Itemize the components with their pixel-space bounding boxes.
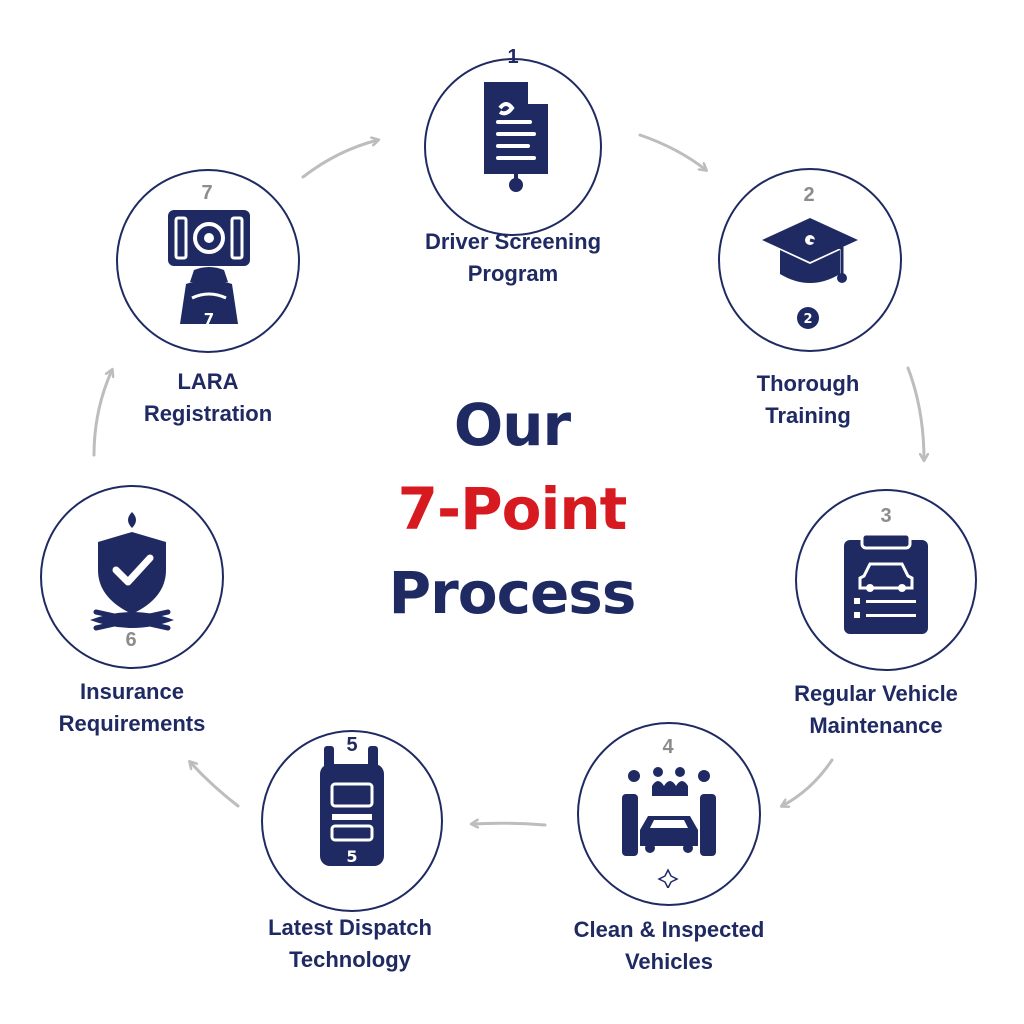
registration-id-icon: 7 (168, 210, 250, 328)
step-5-label: Latest Dispatch Technology (230, 912, 470, 976)
title-seven-point: 7-Point (397, 475, 628, 543)
step-2-label-line1: Thorough (756, 371, 860, 396)
step-5-number-top: 5 (346, 734, 358, 756)
step-3-label: Regular Vehicle Maintenance (756, 678, 996, 742)
step-4-label-line2: Vehicles (624, 949, 714, 974)
step-7-label-line2: Registration (143, 401, 273, 426)
step-3-label-line2: Maintenance (809, 713, 943, 738)
clipboard-car-icon (844, 532, 928, 634)
arrow-7-to-1 (301, 140, 378, 179)
step-7-number: 7 (201, 182, 213, 204)
step-6-label-line2: Requirements (58, 711, 206, 736)
arrow-1-to-2 (638, 133, 706, 170)
arrow-4-to-5 (472, 823, 547, 825)
step-1-label: Driver Screening Program (393, 226, 633, 290)
graduation-cap-icon: 2 (762, 218, 858, 329)
arrow-5-to-6 (190, 762, 240, 808)
step-2-number: 2 (803, 184, 815, 206)
step-6-label-line1: Insurance (80, 679, 184, 704)
step-3-number: 3 (880, 505, 892, 527)
step-5-label-line2: Technology (289, 947, 411, 972)
arrow-3-to-4 (782, 758, 834, 806)
step-2-label: Thorough Training (688, 368, 928, 432)
shield-check-icon (90, 512, 174, 631)
svg-text:7: 7 (204, 310, 214, 328)
step-4-number: 4 (662, 736, 674, 758)
step-6-number: 6 (125, 629, 137, 651)
step-4-label: Clean & Inspected Vehicles (549, 914, 789, 978)
radio-device-icon: 5 (320, 746, 384, 866)
step-7-label-line1: LARA (177, 369, 239, 394)
svg-text:5: 5 (346, 847, 357, 866)
title-process: Process (388, 559, 637, 627)
step-1-number: 1 (507, 46, 519, 68)
step-4-circle (577, 722, 761, 906)
title-our: Our (453, 391, 571, 459)
step-1-label-line2: Program (467, 261, 559, 286)
car-wash-icon (622, 767, 716, 888)
step-6-label: Insurance Requirements (12, 676, 252, 740)
step-2-label-line2: Training (765, 403, 851, 428)
step-3-label-line1: Regular Vehicle (794, 681, 958, 706)
step-5-label-line1: Latest Dispatch (268, 915, 432, 940)
arrow-2-to-3 (906, 366, 924, 460)
step-1-label-line1: Driver Screening (424, 229, 602, 254)
step-7-label: LARA Registration (88, 366, 328, 430)
document-icon (484, 82, 548, 192)
step-4-label-line1: Clean & Inspected (573, 917, 765, 942)
svg-text:2: 2 (803, 312, 812, 327)
arrow-6-to-7 (92, 370, 112, 457)
